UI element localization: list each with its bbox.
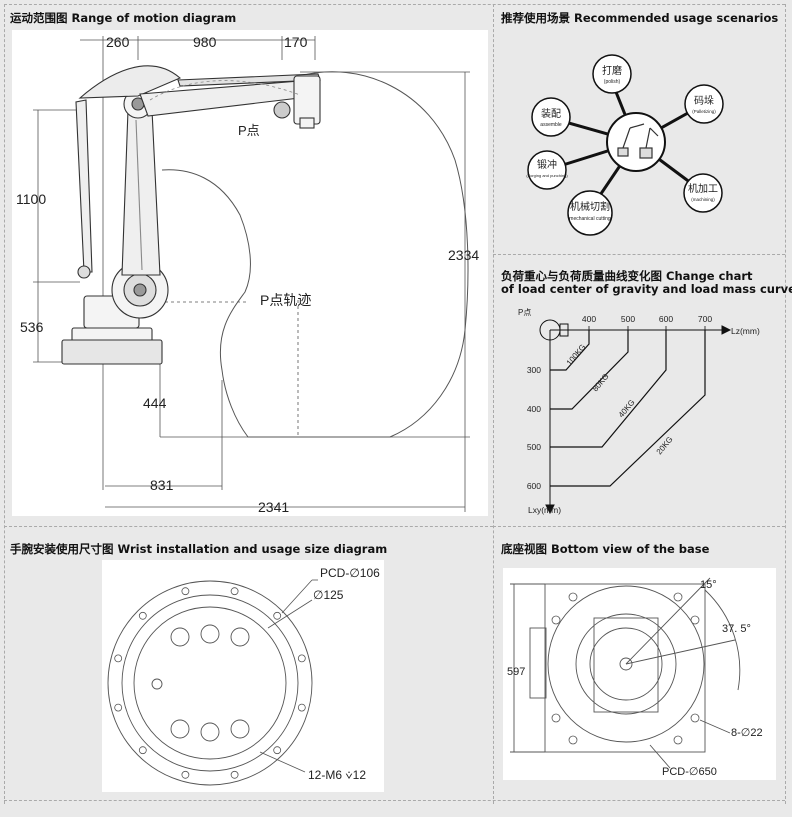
dim-170: 170 xyxy=(284,34,308,50)
x-tick-500: 500 xyxy=(621,314,635,324)
scenario-forging-zh: 锻冲 xyxy=(537,158,557,171)
dim-444: 444 xyxy=(143,395,167,411)
divider-h-right-1 xyxy=(493,254,785,255)
curve-40kg xyxy=(550,330,667,448)
motion-title: 运动范围图 Range of motion diagram xyxy=(10,11,237,25)
dim-1100: 1100 xyxy=(16,191,46,207)
base-title: 底座视图 Bottom view of the base xyxy=(501,542,710,556)
base-angle-37: 37. 5° xyxy=(722,623,751,635)
wrist-bolt-hole xyxy=(181,770,190,779)
wrist-bolt-hole xyxy=(138,611,147,620)
dim-980: 980 xyxy=(193,34,217,50)
x-tick-400: 400 xyxy=(582,314,596,324)
wrist-bolt-hole xyxy=(230,770,239,779)
scenario-node-forging xyxy=(527,150,567,190)
scenario-cutting-zh: 机械切割 xyxy=(570,200,610,213)
y-tick-300: 300 xyxy=(527,365,541,375)
dim-831: 831 xyxy=(150,477,174,493)
load-p-point: P点 xyxy=(518,308,531,317)
divider-left xyxy=(4,4,5,804)
wrist-bolt-hole xyxy=(230,587,239,596)
x-axis-label: Lz(mm) xyxy=(731,326,760,336)
divider-right xyxy=(785,4,786,804)
divider-h-right-2 xyxy=(493,526,785,527)
wrist-dia-label: ∅125 xyxy=(313,588,344,602)
wrist-bolt-hole xyxy=(114,703,123,712)
y-tick-400: 400 xyxy=(527,404,541,414)
scenario-assemble-zh: 装配 xyxy=(541,107,561,120)
dim-536: 536 xyxy=(20,319,44,335)
wrist-pcd-label: PCD-∅106 xyxy=(320,566,380,580)
scenario-node-cutting xyxy=(567,190,613,236)
base-holes-label: 8-∅22 xyxy=(731,727,763,739)
p-point-label: P点 xyxy=(238,123,260,138)
scenario-node-polish xyxy=(592,54,632,94)
base-angle-15: 15° xyxy=(700,579,717,591)
wrist-bolt-hole xyxy=(273,611,282,620)
scenario-palletizing-zh: 码垛 xyxy=(694,95,714,107)
scenario-assemble-en: assemble xyxy=(540,122,562,128)
wrist-canvas xyxy=(102,560,384,792)
p-track-label: P点轨迹 xyxy=(260,292,311,308)
scenario-polish-zh: 打磨 xyxy=(602,64,622,77)
curve-20kg xyxy=(550,330,706,487)
x-tick-700: 700 xyxy=(698,314,712,324)
scenario-node-palletizing xyxy=(684,84,724,124)
wrist-bolt-hole xyxy=(138,746,147,755)
wrist-bolt-hole xyxy=(297,654,306,663)
wrist-bolt-hole xyxy=(114,654,123,663)
base-dim-597: 597 xyxy=(507,666,525,678)
y-axis-label: Lxy(mm) xyxy=(528,505,561,515)
scenario-cutting-en: mechanical cutting xyxy=(569,216,611,222)
divider-top xyxy=(4,4,785,5)
base-pcd-label: PCD-∅650 xyxy=(662,766,717,778)
scenario-machining-en: (machining) xyxy=(691,197,715,202)
wrist-bolt-hole xyxy=(273,746,282,755)
divider-h-left xyxy=(4,526,493,527)
scenario-forging-en: (Forging and punching) xyxy=(526,173,568,178)
wrist-title: 手腕安装使用尺寸图 Wrist installation and usage s… xyxy=(10,542,388,556)
curve-80kg xyxy=(550,330,629,410)
load-title-line1: 负荷重心与负荷质量曲线变化图 Change chart xyxy=(501,269,753,283)
curve-100kg xyxy=(550,330,590,371)
y-tick-500: 500 xyxy=(527,442,541,452)
wrist-holes-label: 12-M6 ⩒12 xyxy=(308,768,366,782)
x-tick-600: 600 xyxy=(659,314,673,324)
scenario-machining-zh: 机加工 xyxy=(688,182,718,195)
wrist-bolt-hole xyxy=(181,587,190,596)
scenario-node-machining xyxy=(683,173,723,213)
robot-arm xyxy=(61,65,321,365)
dim-260: 260 xyxy=(106,34,130,50)
scenario-node-assemble xyxy=(531,97,571,137)
y-tick-600: 600 xyxy=(527,481,541,491)
wrist-bolt-hole xyxy=(297,703,306,712)
divider-bottom xyxy=(4,800,785,801)
load-title-line2: of load center of gravity and load mass … xyxy=(501,282,792,296)
dim-2341: 2341 xyxy=(258,499,289,515)
scenarios-title: 推荐使用场景 Recommended usage scenarios xyxy=(501,11,779,25)
scenario-polish-en: (polish) xyxy=(604,79,621,85)
divider-vertical xyxy=(493,4,494,804)
dim-2334: 2334 xyxy=(448,247,479,263)
scenario-palletizing-en: (Palletizing) xyxy=(692,109,716,114)
